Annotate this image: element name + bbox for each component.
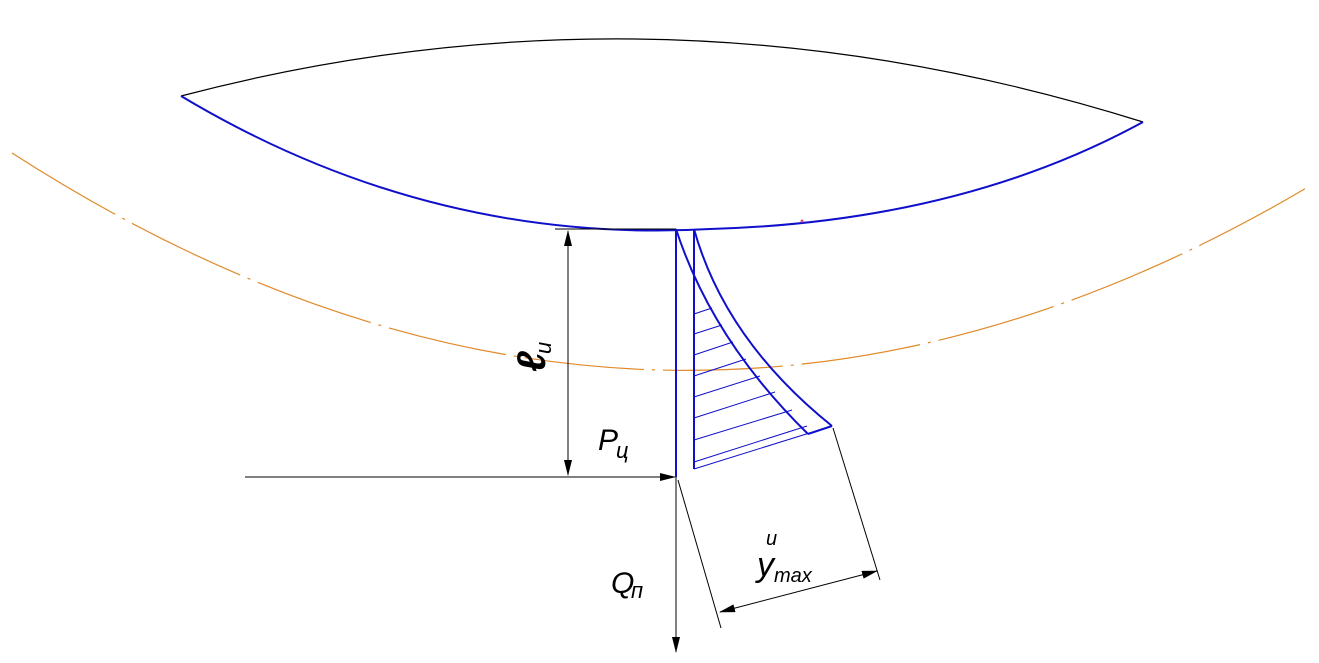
- deflected-inner-edge: [675, 228, 809, 435]
- body-lower-contour: [180, 95, 1144, 232]
- force-p-label: P: [598, 424, 618, 457]
- deflected-outer-edge: [693, 228, 833, 427]
- length-label-main: ℓ: [510, 351, 554, 372]
- deflection-superscript: и: [766, 528, 777, 550]
- length-label-subscript: и: [531, 342, 556, 354]
- force-q-label: Q: [611, 567, 634, 600]
- deflection-label: y: [755, 546, 776, 584]
- length-label: ℓ и: [510, 342, 556, 372]
- deflection-subscript: max: [774, 565, 813, 587]
- deflection-extension-right: [832, 427, 881, 581]
- deflection-dimension-line: [719, 570, 878, 613]
- deflection-hatching: [693, 307, 833, 470]
- centerline-arc: [11, 152, 1309, 371]
- force-p-subscript: ц: [616, 438, 629, 463]
- force-q-subscript: п: [631, 578, 643, 603]
- contour-point: [800, 219, 804, 223]
- body-upper-contour: [180, 38, 1144, 123]
- deflection-extension-left: [677, 479, 722, 629]
